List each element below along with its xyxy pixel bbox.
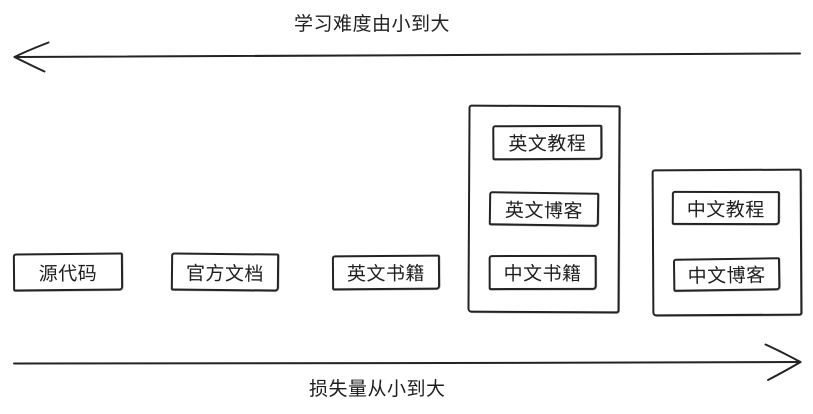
chinese-blog-box: 中文博客: [672, 257, 781, 292]
chinese-resources-group-box: 中文教程 中文博客: [651, 168, 803, 317]
difficulty-arrow-label: 学习难度由小到大: [294, 14, 451, 35]
left-arrow-head-lower: [13, 56, 46, 73]
left-arrow-line: [15, 52, 801, 58]
official-docs-box: 官方文档: [170, 252, 280, 292]
source-code-label: 源代码: [38, 263, 98, 285]
right-arrow-icon: [13, 343, 802, 381]
left-arrow-head-upper: [13, 41, 50, 58]
english-resources-group-box: 英文教程 英文博客 中文书籍: [467, 104, 621, 314]
official-docs-label: 官方文档: [185, 263, 265, 285]
chinese-books-label: 中文书籍: [503, 263, 582, 286]
english-books-box: 英文书籍: [331, 254, 441, 291]
right-arrow-head-upper: [764, 343, 802, 363]
english-books-label: 英文书籍: [346, 263, 426, 286]
chinese-tutorial-label: 中文教程: [686, 199, 765, 221]
english-blog-box: 英文博客: [488, 191, 600, 227]
right-arrow-line: [13, 361, 801, 365]
right-arrow-head-lower: [767, 361, 802, 381]
chinese-tutorial-box: 中文教程: [671, 190, 780, 226]
english-blog-label: 英文博客: [504, 199, 584, 223]
english-tutorial-box: 英文教程: [492, 124, 603, 161]
loss-arrow-label: 损失量从小到大: [309, 379, 446, 400]
chinese-blog-label: 中文博客: [687, 265, 766, 288]
left-arrow-icon: [13, 41, 801, 73]
chinese-books-box: 中文书籍: [488, 254, 597, 291]
source-code-box: 源代码: [12, 252, 124, 292]
english-tutorial-label: 英文教程: [508, 133, 587, 156]
